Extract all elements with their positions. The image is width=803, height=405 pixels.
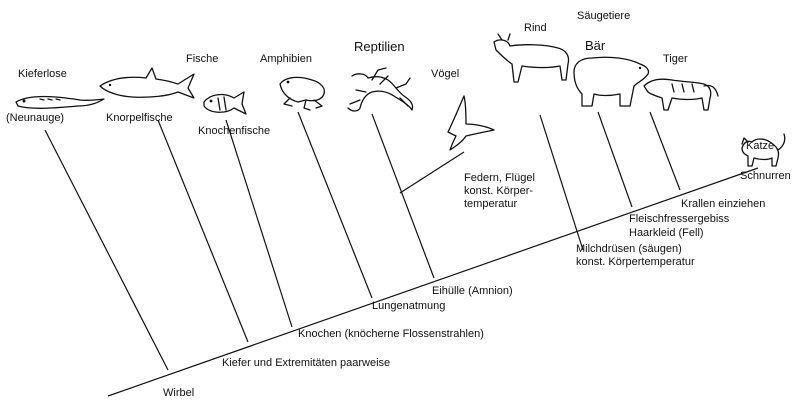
label-baer: Bär — [585, 39, 605, 52]
trait-wirbel: Wirbel — [163, 387, 194, 400]
label-amphibien: Amphibien — [260, 53, 312, 66]
label-neunauge: (Neunauge) — [6, 112, 64, 125]
bear-icon — [574, 57, 649, 106]
trait-kiefer: Kiefer und Extremitäten paarweise — [222, 357, 390, 370]
trait-milch-2: konst. Körpertemperatur — [576, 256, 695, 269]
label-knochenfische: Knochenfische — [198, 125, 270, 138]
label-saeugetiere: Säugetiere — [577, 10, 630, 23]
lamprey-icon — [16, 97, 104, 109]
branch-voegel — [400, 152, 464, 193]
trait-lungen: Lungenatmung — [372, 300, 445, 313]
trait-schnurren: Schnurren — [740, 170, 791, 183]
frog-icon — [280, 77, 324, 110]
trait-krallen: Krallen einziehen — [681, 198, 765, 211]
trait-knochen: Knochen (knöcherne Flossenstrahlen) — [298, 328, 484, 341]
branch-reptilien — [372, 114, 434, 278]
trait-milch-1: Milchdrüsen (säugen) — [576, 243, 682, 256]
cladogram-trunk — [108, 168, 758, 396]
branch-knorpelfische — [158, 120, 248, 342]
label-fische: Fische — [186, 53, 218, 66]
branch-tiger — [650, 112, 680, 190]
lizard-icon — [348, 68, 413, 111]
label-tiger: Tiger — [663, 53, 688, 66]
cow-icon — [494, 34, 569, 82]
label-kieferlose: Kieferlose — [18, 68, 67, 81]
branch-amphibien — [298, 112, 372, 298]
branch-rind — [540, 115, 583, 250]
trait-eihuelle: Eihülle (Amnion) — [432, 285, 513, 298]
tiger-icon — [644, 79, 718, 110]
bird-icon — [448, 96, 494, 150]
label-voegel: Vögel — [431, 68, 459, 81]
label-rind: Rind — [524, 22, 547, 35]
label-knorpelfische: Knorpelfische — [106, 112, 173, 125]
fish-icon — [204, 92, 246, 114]
trait-fleisch: Fleischfressergebiss — [629, 213, 729, 226]
trait-federn-3: temperatur — [464, 198, 517, 211]
label-reptilien: Reptilien — [354, 40, 405, 53]
branch-knochenfische — [226, 120, 292, 327]
branch-kieferlose — [45, 130, 168, 370]
label-katze: Katze — [746, 140, 774, 153]
shark-icon — [100, 68, 194, 98]
trait-federn-2: konst. Körper- — [464, 185, 533, 198]
branch-baer — [598, 112, 632, 207]
trait-federn-1: Federn, Flügel — [464, 172, 535, 185]
trait-haar: Haarkleid (Fell) — [629, 227, 704, 240]
